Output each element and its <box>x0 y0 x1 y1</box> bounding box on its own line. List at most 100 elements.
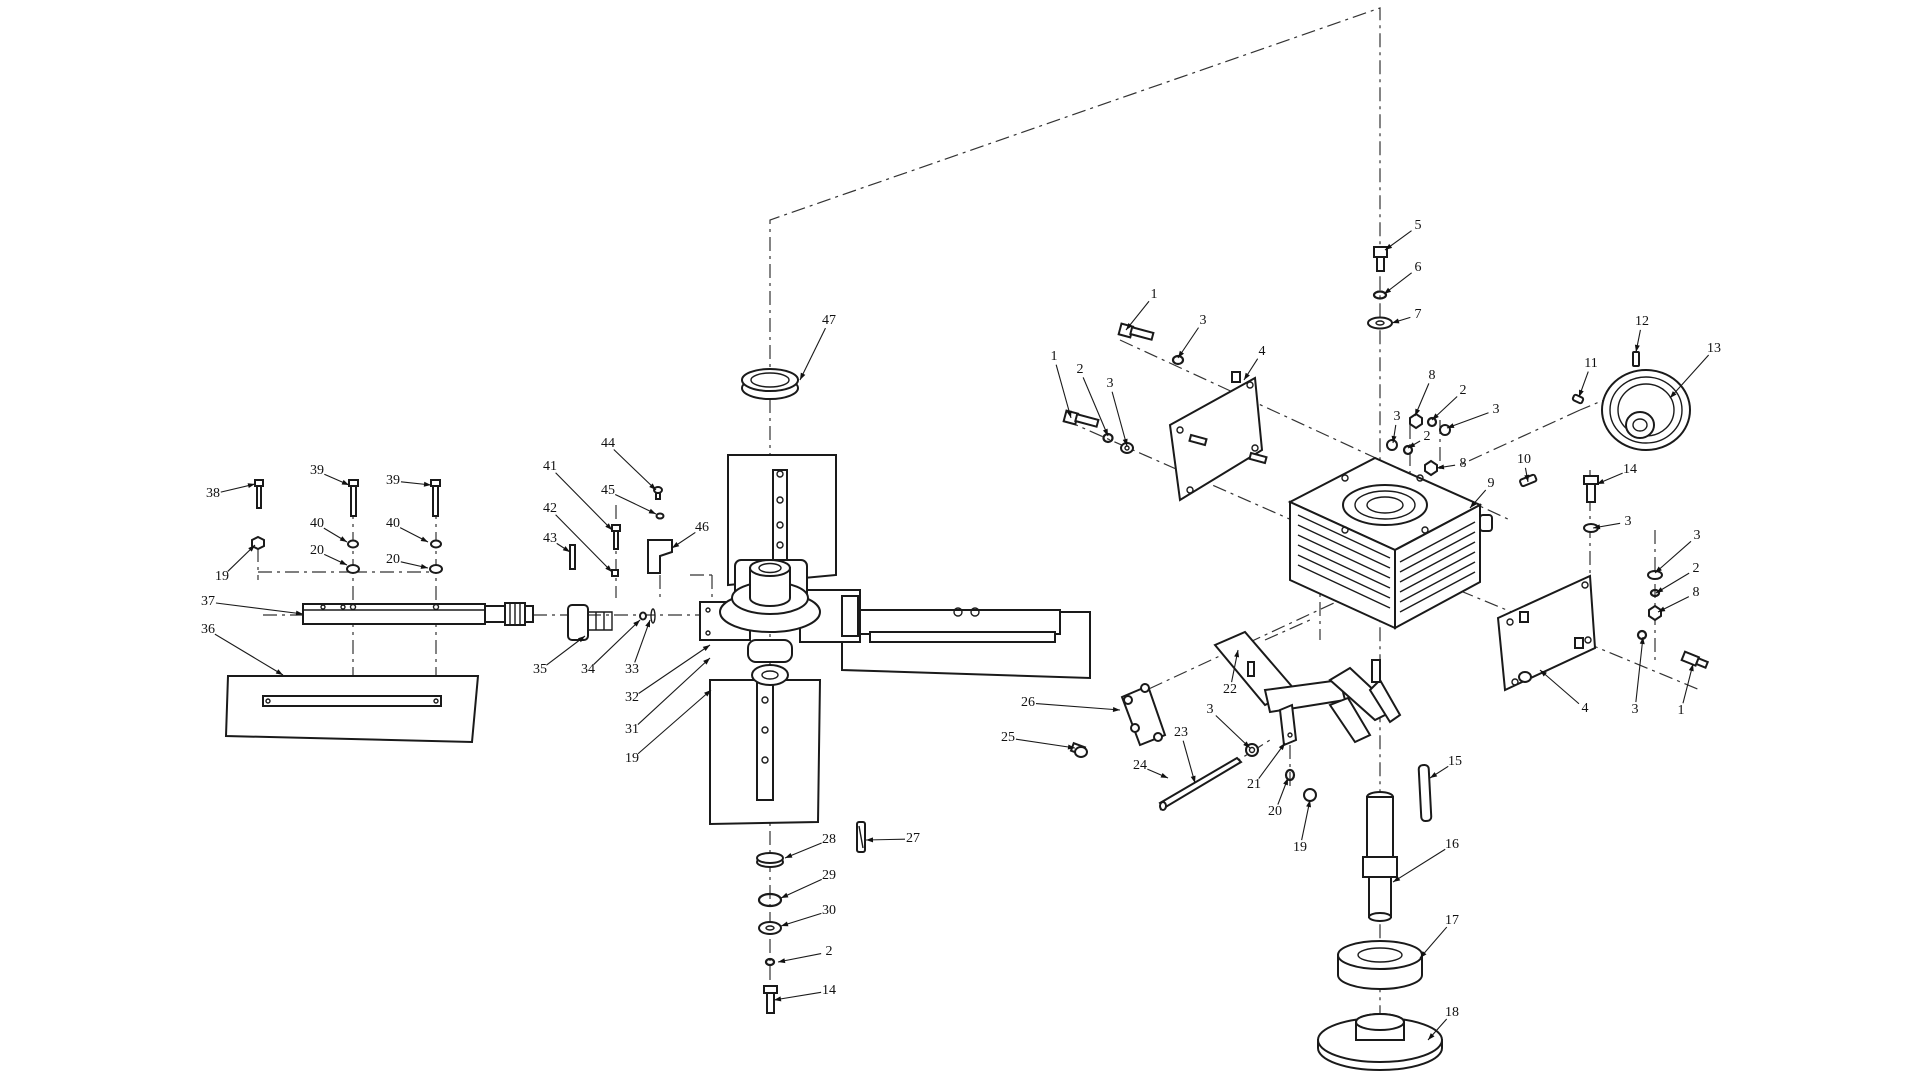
callout-number-37: 37 <box>201 594 215 609</box>
callout-arrowhead-16 <box>1393 876 1401 882</box>
callout-arrowhead-42 <box>605 565 612 572</box>
side-plate-4-upper <box>1168 371 1268 502</box>
callout-arrowhead-11 <box>1579 389 1584 397</box>
callout-arrowhead-2 <box>1102 428 1108 436</box>
callout-arrowhead-8 <box>1437 464 1445 470</box>
callout-arrowhead-29 <box>781 892 789 898</box>
callout-arrowhead-3 <box>1447 423 1455 428</box>
callout-arrowhead-33 <box>645 620 650 628</box>
callout-number-36: 36 <box>201 622 215 637</box>
callout-arrowhead-3 <box>1655 566 1662 573</box>
callout-leader-13 <box>1669 354 1710 399</box>
callout-arrowhead-22 <box>1234 650 1240 658</box>
side-plate-4-lower <box>1496 574 1597 692</box>
callout-leader-26 <box>1035 703 1121 711</box>
callout-arrowhead-9 <box>1470 501 1477 508</box>
callout-arrowhead-2 <box>1656 587 1664 593</box>
callout-number-30: 30 <box>822 903 836 918</box>
callout-number-39: 39 <box>386 473 400 488</box>
callout-number-15: 15 <box>1448 754 1462 769</box>
callout-number-38: 38 <box>206 486 220 501</box>
callout-arrowhead-3 <box>1178 350 1184 358</box>
callout-number-31: 31 <box>625 722 639 737</box>
callout-arrowhead-35 <box>577 636 585 643</box>
callout-arrowhead-36 <box>275 669 283 675</box>
callout-number-11: 11 <box>1584 356 1597 371</box>
pin-15 <box>1417 763 1433 823</box>
callout-arrowhead-20 <box>339 559 347 565</box>
callout-number-14: 14 <box>1623 462 1637 477</box>
callout-arrowhead-3 <box>1391 435 1397 443</box>
callout-arrowhead-20 <box>420 564 428 569</box>
callout-arrowhead-6 <box>1384 287 1392 294</box>
callout-number-2: 2 <box>826 944 833 959</box>
center-lines <box>257 7 1701 1060</box>
callout-arrowhead-14 <box>774 996 782 1002</box>
callout-leader-45 <box>614 493 657 515</box>
callout-number-12: 12 <box>1635 314 1649 329</box>
callout-leader-25 <box>1015 738 1076 749</box>
callout-number-18: 18 <box>1445 1005 1459 1020</box>
callout-leader-2 <box>777 952 822 963</box>
callout-leader-34 <box>593 619 641 665</box>
callout-number-24: 24 <box>1133 758 1147 773</box>
callout-arrowhead-13 <box>1670 391 1677 398</box>
callout-number-39: 39 <box>310 463 324 478</box>
callout-arrowhead-27 <box>866 837 874 843</box>
callout-number-2: 2 <box>1077 362 1084 377</box>
drive-shaft-16 <box>1362 791 1398 922</box>
callout-arrowhead-19 <box>1306 800 1312 808</box>
callout-leader-35 <box>546 635 586 666</box>
callout-arrowhead-38 <box>247 483 255 489</box>
callout-arrowhead-4 <box>1244 372 1250 380</box>
callout-leader-16 <box>1392 848 1446 883</box>
callout-layer: 1112222233333333445678889101112131414151… <box>201 218 1721 1041</box>
callout-arrowhead-39 <box>423 481 431 487</box>
callout-leader-42 <box>555 514 613 573</box>
callout-leader-33 <box>634 619 651 663</box>
callout-arrowhead-5 <box>1385 243 1393 250</box>
callout-number-47: 47 <box>822 313 836 328</box>
callout-number-2: 2 <box>1424 429 1431 444</box>
callout-number-3: 3 <box>1625 514 1632 529</box>
callout-number-14: 14 <box>822 983 836 998</box>
callout-number-34: 34 <box>581 662 595 677</box>
callout-leader-36 <box>214 633 284 676</box>
top-blade-plate <box>727 454 837 587</box>
left-bolts-25-24 <box>1069 741 1259 758</box>
callout-arrowhead-24 <box>1160 772 1168 778</box>
bearing-ring-17 <box>1337 940 1423 990</box>
callout-arrowhead-20 <box>1283 778 1288 786</box>
callout-number-1: 1 <box>1151 287 1158 302</box>
callout-arrowhead-23 <box>1190 775 1196 783</box>
rotor-hub <box>699 559 861 686</box>
callout-number-6: 6 <box>1415 260 1422 275</box>
callout-number-25: 25 <box>1001 730 1015 745</box>
callout-leader-2 <box>1082 377 1109 437</box>
callout-arrowhead-3 <box>1593 524 1601 530</box>
callout-arrowhead-30 <box>781 921 789 927</box>
callout-arrowhead-28 <box>785 853 793 858</box>
callout-arrowhead-4 <box>1540 670 1547 677</box>
callout-leader-3 <box>1635 636 1644 703</box>
callout-arrowhead-14 <box>1597 478 1605 484</box>
mounting-plate-36 <box>224 675 480 744</box>
callout-number-45: 45 <box>601 483 615 498</box>
callout-leader-30 <box>780 912 822 927</box>
callout-number-10: 10 <box>1517 452 1531 467</box>
callout-arrowhead-25 <box>1067 744 1075 750</box>
callout-arrowhead-26 <box>1112 706 1120 712</box>
callout-number-9: 9 <box>1488 476 1495 491</box>
callout-arrowhead-47 <box>800 372 806 380</box>
callout-arrowhead-18 <box>1428 1033 1435 1040</box>
callout-arrowhead-15 <box>1430 772 1438 778</box>
base-disc-18 <box>1317 1013 1443 1071</box>
callout-arrowhead-21 <box>1278 743 1285 751</box>
callout-leader-19 <box>637 689 712 755</box>
callout-number-4: 4 <box>1259 344 1266 359</box>
callout-leader-3 <box>1446 412 1489 429</box>
upper-right-fasteners-2-3-8 <box>1386 412 1451 477</box>
callout-arrowhead-3 <box>1639 637 1645 645</box>
callout-number-28: 28 <box>822 832 836 847</box>
callout-arrowhead-8 <box>1658 606 1666 612</box>
